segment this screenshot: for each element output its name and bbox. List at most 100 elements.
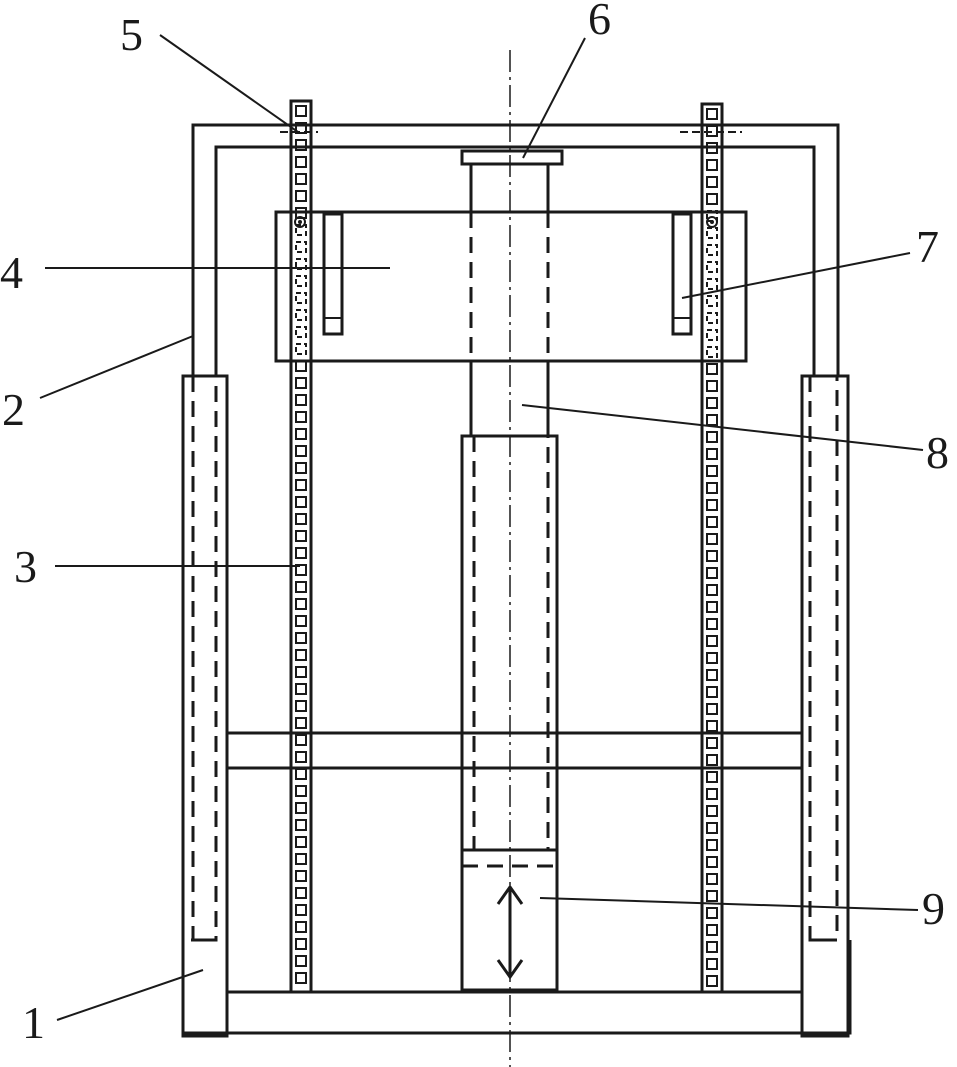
- right-chain-link: [706, 720, 718, 732]
- left-chain-link: [295, 241, 307, 253]
- left-chain-link: [295, 836, 307, 848]
- left-chain-link: [295, 496, 307, 508]
- callout-1: 1: [22, 997, 45, 1048]
- right-chain-link: [706, 278, 718, 290]
- right-chain-link: [706, 652, 718, 664]
- right-chain-link: [706, 686, 718, 698]
- left-chain-link: [295, 139, 307, 151]
- left-chain-link: [295, 700, 307, 712]
- left-chain-link: [295, 275, 307, 287]
- left-chain-link: [295, 445, 307, 457]
- lifting-plate: [274, 210, 748, 363]
- right-chain-link: [706, 669, 718, 681]
- right-chain-link: [706, 584, 718, 596]
- right-chain-link: [706, 499, 718, 511]
- motion-arrow-head-up: [496, 884, 524, 905]
- left-chain-link: [295, 309, 307, 321]
- right-chain-link: [706, 941, 718, 953]
- right-chain-link: [706, 312, 718, 324]
- left-chain-link: [295, 819, 307, 831]
- right-chain-link: [706, 771, 718, 783]
- leader-8: [521, 404, 924, 451]
- right-chain-link: [706, 567, 718, 579]
- right-chain-link: [706, 975, 718, 987]
- right-chain-link: [706, 533, 718, 545]
- left-chain-link: [295, 190, 307, 202]
- callout-2: 2: [2, 384, 25, 435]
- outer-base-frame: [181, 940, 852, 1035]
- right-chain-link: [706, 839, 718, 851]
- left-chain-link: [295, 887, 307, 899]
- actuator-inner-rod: [472, 436, 550, 852]
- right-chain-link: [706, 108, 718, 120]
- leader-2: [39, 335, 194, 399]
- right-chain-outline: [700, 102, 724, 994]
- right-chain-link: [706, 244, 718, 256]
- left-post-tube: [181, 374, 229, 1038]
- left-chain-link: [295, 802, 307, 814]
- right-chain-link: [706, 703, 718, 715]
- left-chain-link: [295, 598, 307, 610]
- right-chain-link: [706, 465, 718, 477]
- right-chain-link: [706, 754, 718, 766]
- callout-9: 9: [922, 883, 945, 934]
- top-frame-inner: [214, 145, 816, 376]
- left-guide-slot: [322, 212, 344, 336]
- callout-4: 4: [0, 247, 23, 298]
- right-pivot-icon: [706, 216, 718, 228]
- right-chain-link: [706, 601, 718, 613]
- left-chain-link: [295, 173, 307, 185]
- right-chain-link: [706, 346, 718, 358]
- right-chain-link: [706, 363, 718, 375]
- right-chain-link: [706, 431, 718, 443]
- leader-5: [159, 34, 299, 133]
- left-chain-link: [295, 853, 307, 865]
- top-cap: [460, 149, 564, 166]
- right-chain-link: [706, 414, 718, 426]
- left-chain-link: [295, 394, 307, 406]
- right-pivot-dot-icon: [710, 220, 714, 224]
- leader-1: [56, 969, 204, 1021]
- right-chain-link: [706, 159, 718, 171]
- left-chain-link: [295, 581, 307, 593]
- left-chain-link: [295, 734, 307, 746]
- left-chain-link: [295, 751, 307, 763]
- right-chain-link: [706, 635, 718, 647]
- left-chain-link: [295, 768, 307, 780]
- right-chain-link: [706, 397, 718, 409]
- left-chain-link: [295, 955, 307, 967]
- right-chain-link: [706, 295, 718, 307]
- left-chain-link: [295, 666, 307, 678]
- right-inner-rod: [808, 376, 839, 942]
- callout-6: 6: [588, 0, 611, 44]
- right-chain-link: [706, 380, 718, 392]
- left-chain-link: [295, 122, 307, 134]
- left-chain-link: [295, 224, 307, 236]
- right-chain-link: [706, 805, 718, 817]
- right-chain-link: [706, 856, 718, 868]
- right-chain-link: [706, 142, 718, 154]
- left-chain-link: [295, 156, 307, 168]
- left-chain-link: [295, 513, 307, 525]
- right-post-tube: [800, 374, 850, 1038]
- left-chain-outline: [289, 99, 313, 994]
- motion-arrow-head-down: [496, 959, 524, 980]
- callout-7: 7: [916, 221, 939, 272]
- left-pivot-icon: [294, 216, 306, 228]
- right-chain-link: [706, 788, 718, 800]
- left-chain-link: [295, 462, 307, 474]
- leader-6: [522, 37, 586, 159]
- leader-9: [539, 897, 919, 911]
- actuator-housing: [460, 434, 559, 992]
- left-chain-link: [295, 717, 307, 729]
- right-chain-link: [706, 890, 718, 902]
- left-chain-link: [295, 360, 307, 372]
- left-chain-link: [295, 428, 307, 440]
- left-chain-link: [295, 564, 307, 576]
- left-chain-link: [295, 649, 307, 661]
- left-inner-rod: [191, 376, 218, 942]
- left-chain-link: [295, 326, 307, 338]
- left-chain-link: [295, 377, 307, 389]
- top-frame-outer: [191, 123, 840, 376]
